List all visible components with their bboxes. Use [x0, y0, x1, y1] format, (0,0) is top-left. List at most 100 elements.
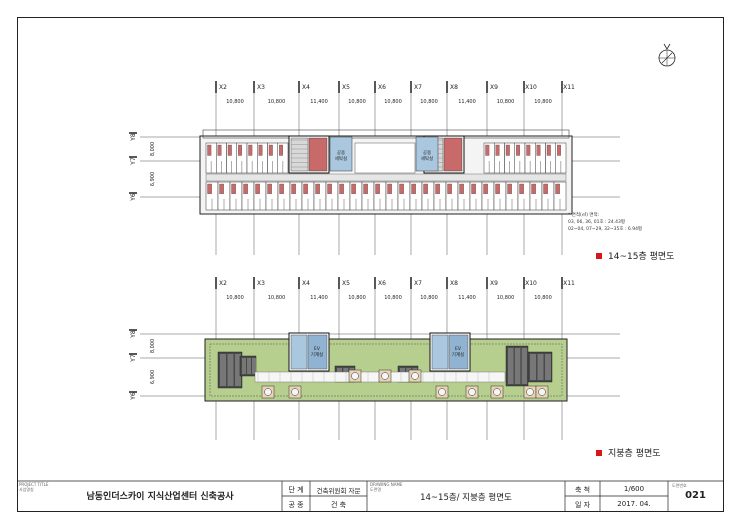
bathroom-fixture	[471, 183, 476, 194]
grid-label-x: X2	[219, 280, 227, 287]
north-arrow-icon	[658, 43, 676, 67]
stage-label: 단 계	[288, 486, 304, 494]
bathroom-fixture	[505, 144, 510, 156]
bathroom-fixture	[238, 144, 242, 156]
equipment-unit	[252, 358, 256, 374]
span-dimension: 11,400	[310, 295, 328, 301]
core-label: 기계실	[452, 351, 464, 358]
equipment-unit	[514, 348, 521, 384]
equipment-unit	[521, 348, 528, 384]
equipment-unit	[508, 348, 514, 384]
bathroom-fixture	[243, 183, 248, 194]
bathroom-fixture	[495, 183, 500, 194]
plan-title-top-text: 14~15층 평면도	[608, 252, 675, 262]
bathroom-fixture	[363, 183, 368, 194]
bathroom-fixture	[291, 183, 296, 194]
grid-label-y: Y6	[130, 193, 137, 202]
span-dimension-y: 8,000	[150, 142, 156, 156]
bathroom-fixture	[543, 183, 548, 194]
grid-label-x: X9	[490, 84, 498, 91]
area-note-line: 03, 06, 36, 01호 : 24.43평	[568, 220, 626, 225]
equipment-unit	[530, 354, 536, 380]
span-dimension-y: 8,000	[150, 339, 156, 353]
bathroom-fixture	[339, 183, 344, 194]
span-dimension: 10,800	[420, 295, 438, 301]
equipment-unit	[235, 354, 241, 386]
span-dimension: 10,800	[384, 99, 402, 105]
bathroom-fixture	[303, 183, 308, 194]
span-dimension: 10,800	[497, 99, 515, 105]
grid-label-x: X7	[414, 280, 422, 287]
span-dimension: 10,800	[226, 99, 244, 105]
span-dimension: 11,400	[458, 295, 476, 301]
span-dimension-y: 6,900	[150, 370, 156, 384]
grid-label-x: X8	[450, 280, 458, 287]
laundry-room	[329, 136, 353, 172]
bathroom-fixture	[217, 144, 222, 156]
bathroom-fixture	[207, 144, 212, 156]
exhaust-fan-icon	[264, 388, 272, 396]
drawing-label: DRAWING NAME	[370, 482, 403, 487]
bathroom-fixture	[526, 144, 531, 156]
project-label-kr: 사업명칭	[19, 487, 34, 492]
bathroom-fixture	[516, 144, 520, 156]
grid-label-x: X5	[342, 280, 350, 287]
span-dimension: 10,800	[534, 99, 552, 105]
grid-label-x: X10	[525, 280, 537, 287]
scale-value: 1/600	[623, 485, 645, 493]
bathroom-fixture	[555, 183, 560, 194]
sheet-border	[17, 17, 724, 512]
grid-label-x: X4	[302, 280, 310, 287]
bathroom-fixture	[546, 144, 551, 156]
span-dimension: 10,800	[497, 295, 515, 301]
bathroom-fixture	[227, 144, 232, 156]
title-block	[17, 480, 724, 512]
grid-label-y: Y6	[130, 392, 137, 401]
bathroom-fixture	[485, 144, 490, 156]
exhaust-fan-icon	[411, 372, 419, 380]
span-dimension: 11,400	[458, 99, 476, 105]
grid-label-y: Y8	[130, 133, 137, 142]
discipline-label: 공 종	[288, 501, 304, 509]
equipment-unit	[220, 354, 226, 386]
area-note: * 면적(㎡) 면적: 03, 06, 36, 01호 : 24.43평 02~…	[568, 212, 642, 233]
span-dimension: 10,800	[348, 295, 366, 301]
span-dimension: 10,800	[420, 99, 438, 105]
equipment-unit	[227, 354, 234, 386]
core-elevator	[448, 334, 469, 370]
grid-label-x: X5	[342, 84, 350, 91]
bathroom-fixture	[327, 183, 332, 194]
grid-label-x: X9	[490, 280, 498, 287]
equipment-unit	[537, 354, 544, 380]
grid-label-x: X4	[302, 84, 310, 91]
bathroom-fixture	[536, 144, 541, 156]
bathroom-fixture	[375, 183, 380, 194]
sheet-number: 021	[685, 490, 706, 501]
parapet-line	[209, 343, 563, 397]
scale-label: 축 척	[574, 486, 591, 494]
core-elevator	[307, 334, 328, 370]
bathroom-fixture	[399, 183, 404, 194]
bathroom-fixture	[483, 183, 488, 194]
bathroom-fixture	[315, 183, 320, 194]
bathroom-fixture	[531, 183, 536, 194]
area-note-line: * 면적(㎡) 면적:	[568, 213, 600, 218]
grid-label-y: Y7	[130, 354, 137, 363]
exhaust-fan-icon	[468, 388, 476, 396]
bathroom-fixture	[351, 183, 356, 194]
exhaust-fan-icon	[351, 372, 359, 380]
bathroom-fixture	[267, 183, 272, 194]
central-void	[354, 142, 416, 174]
bathroom-fixture	[279, 144, 283, 156]
bathroom-fixture	[207, 183, 212, 194]
bathroom-fixture	[435, 183, 440, 194]
span-dimension: 10,800	[348, 99, 366, 105]
grid-label-x: X11	[563, 280, 575, 287]
grid-label-y: Y8	[130, 330, 137, 339]
laundry-room-label: 세탁실	[421, 155, 433, 162]
exhaust-fan-icon	[438, 388, 446, 396]
bathroom-fixture	[268, 144, 273, 156]
date-label: 일 자	[574, 501, 591, 509]
